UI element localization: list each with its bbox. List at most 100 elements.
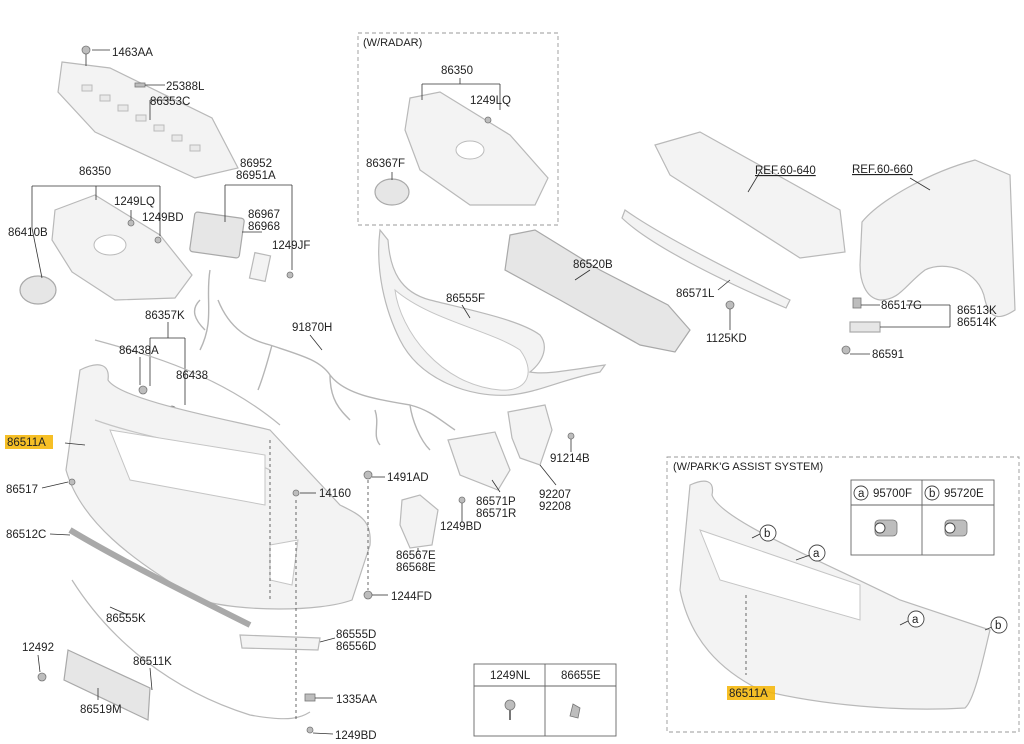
callout-1335AA: 1335AA — [336, 694, 377, 706]
radar-emblem-recess — [455, 140, 485, 160]
radar-box-title: (W/RADAR) — [363, 37, 422, 49]
leader — [795, 554, 811, 561]
leader — [909, 177, 931, 191]
bolt-icon — [154, 236, 162, 244]
absorber-shape — [504, 229, 691, 353]
callout-1244FD: 1244FD — [391, 591, 432, 603]
leader — [309, 334, 323, 351]
callout-86571R: 86571R — [476, 508, 516, 520]
screw-icon — [458, 496, 466, 504]
front-bumper-assembly — [37, 364, 388, 735]
grille-slot — [81, 84, 93, 92]
callout-86511A: 86511A — [7, 437, 46, 449]
emblem-86410B — [19, 275, 57, 305]
hardware-table — [473, 663, 617, 737]
beam-86571L — [621, 209, 791, 309]
marker-label: b — [995, 620, 1001, 632]
fog-cover-shape — [447, 431, 511, 491]
radar-module-shape — [189, 211, 245, 259]
wire-path — [193, 299, 381, 446]
screw-icon — [841, 345, 851, 355]
leader — [37, 654, 41, 673]
bracket-86567E — [399, 494, 439, 549]
park-assist-variant-box — [666, 456, 1020, 733]
sensor-table — [850, 479, 995, 556]
leader — [461, 304, 471, 319]
callout-25388L: 25388L — [166, 81, 205, 93]
callout-86555F: 86555F — [446, 293, 485, 305]
bulb-icon — [567, 432, 575, 440]
sensor-b-icon — [944, 519, 968, 537]
callout-86520B: 86520B — [573, 259, 613, 271]
hardware-col-86655E: 86655E — [561, 670, 601, 682]
callout-14160: 14160 — [319, 488, 351, 500]
energy-absorber — [504, 229, 691, 353]
screw-icon — [127, 219, 135, 227]
callout-1249LQ: 1249LQ — [114, 196, 155, 208]
callout-86438A: 86438A — [119, 345, 159, 357]
marker-label: b — [764, 528, 770, 540]
callout-ref-60-660[interactable]: REF.60-660 — [852, 164, 913, 176]
grille-slot — [117, 104, 129, 112]
leader — [747, 171, 761, 193]
bolt-icon — [363, 590, 373, 600]
highlight-86511A-park — [727, 686, 775, 700]
grille-slot — [99, 94, 111, 102]
frame-opening — [394, 288, 529, 391]
screw-head — [504, 699, 516, 711]
leader — [41, 481, 69, 489]
wiring-harness-91870H — [193, 269, 456, 451]
leader — [109, 606, 129, 616]
sensor-b-letter: b — [929, 488, 935, 500]
callout-86567E: 86567E — [396, 550, 436, 562]
sensor-a-letter: a — [858, 488, 865, 500]
marker-b-2 — [990, 616, 1008, 634]
grille-slot — [189, 144, 201, 152]
callout-86357K: 86357K — [145, 310, 185, 322]
callout-1463AA: 1463AA — [112, 47, 153, 59]
leader — [31, 227, 43, 279]
bolt-icon — [81, 45, 91, 55]
bolt-icon — [292, 489, 300, 497]
callout-86519M: 86519M — [80, 704, 122, 716]
leader — [717, 279, 731, 291]
callout-86353C: 86353C — [150, 96, 190, 108]
radar-callout-86350: 86350 — [441, 65, 473, 77]
sensor-a-icon — [874, 519, 898, 537]
leader — [312, 732, 334, 735]
callout-ref-60-640[interactable]: REF.60-640 — [755, 165, 816, 177]
lower-plate-86519M — [63, 649, 151, 721]
leader — [319, 637, 336, 643]
leader — [491, 479, 501, 493]
leader — [49, 533, 71, 536]
park-box-title: (W/PARK'G ASSIST SYSTEM) — [673, 461, 823, 473]
marker-a-2 — [907, 610, 925, 628]
marker-a-1 — [808, 544, 826, 562]
callout-86571L: 86571L — [676, 288, 715, 300]
wire-path — [199, 269, 456, 451]
garnish-86555D — [239, 634, 321, 651]
lower-grille-86512C — [68, 527, 252, 628]
marker-a-circle — [853, 485, 869, 501]
callout-86555K: 86555K — [106, 613, 146, 625]
callout-86410B: 86410B — [8, 227, 48, 239]
callout-86591: 86591 — [872, 349, 904, 361]
bumper-reinforcement — [621, 131, 846, 330]
callout-86568E: 86568E — [396, 562, 436, 574]
clip-icon — [304, 693, 316, 702]
callout-86438: 86438 — [176, 370, 208, 382]
leader — [149, 667, 153, 691]
radar-sensor-assembly — [189, 184, 294, 283]
callout-1249JF: 1249JF — [272, 240, 310, 252]
grille-emblem-recess — [93, 234, 127, 256]
marker-label: a — [912, 614, 919, 626]
bracket-86513K — [849, 321, 881, 333]
callout-labels: 1463AA 25388L 86353C 86350 1249LQ 1249BD… — [6, 37, 1001, 742]
clip-86655E-icon — [569, 703, 581, 719]
screw-icon — [306, 726, 314, 734]
leader — [984, 626, 993, 631]
radar-bracket-shape — [248, 251, 272, 283]
park-callout-86511A: 86511A — [729, 688, 768, 700]
cover-strip — [94, 339, 281, 426]
